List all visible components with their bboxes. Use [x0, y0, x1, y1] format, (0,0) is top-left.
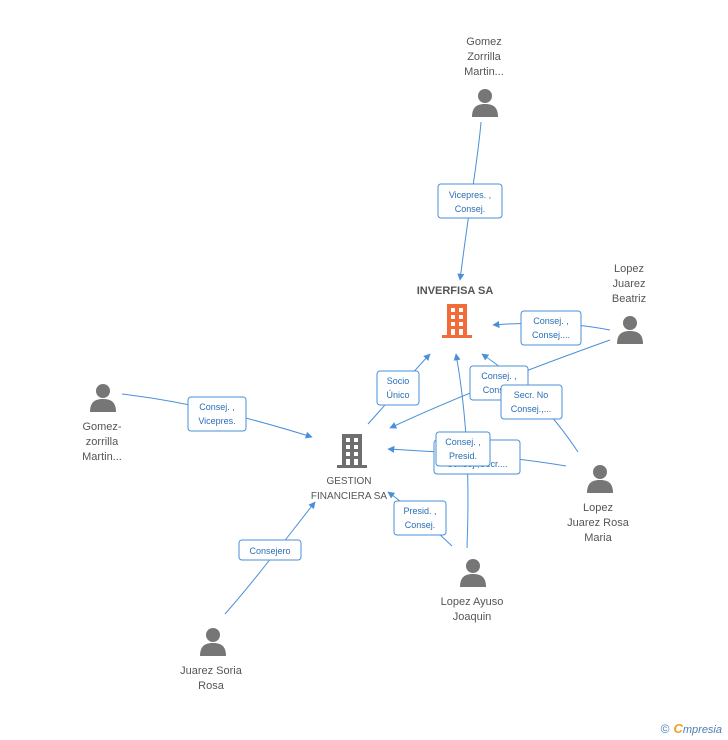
- person-icon: [200, 628, 226, 656]
- copyright-icon: ©: [660, 721, 670, 736]
- svg-text:Consejero: Consejero: [249, 546, 290, 556]
- svg-text:Lopez: Lopez: [614, 263, 644, 275]
- svg-text:Consej. ,: Consej. ,: [533, 316, 569, 326]
- svg-text:Consej.,...: Consej.,...: [511, 404, 552, 414]
- person-node-juarez-soria-rosa[interactable]: Juarez Soria Rosa: [180, 628, 243, 692]
- relation-label-secr-no-consej[interactable]: Secr. No Consej.,...: [500, 384, 563, 420]
- svg-text:Beatriz: Beatriz: [612, 293, 646, 305]
- empresia-logo[interactable]: Cmpresia: [673, 721, 722, 736]
- svg-text:Maria: Maria: [584, 532, 612, 544]
- building-icon: [442, 304, 472, 338]
- svg-text:Rosa: Rosa: [198, 680, 225, 692]
- svg-text:Consej. ,: Consej. ,: [199, 402, 235, 412]
- svg-text:Zorrilla: Zorrilla: [467, 51, 501, 63]
- svg-text:Martin...: Martin...: [82, 451, 122, 463]
- relation-label-consejero[interactable]: Consejero: [238, 539, 302, 561]
- relation-label-consej-beatriz[interactable]: Consej. , Consej....: [520, 310, 582, 346]
- svg-text:INVERFISA SA: INVERFISA SA: [417, 285, 494, 297]
- person-node-lopez-juarez-beatriz[interactable]: Lopez Juarez Beatriz: [612, 263, 646, 344]
- svg-text:Consej.: Consej.: [455, 204, 486, 214]
- svg-text:Gomez: Gomez: [466, 36, 501, 48]
- svg-text:Juarez Soria: Juarez Soria: [180, 665, 243, 677]
- svg-text:Joaquin: Joaquin: [453, 611, 492, 623]
- edges: [121, 121, 611, 615]
- person-icon: [617, 316, 643, 344]
- svg-text:Lopez Ayuso: Lopez Ayuso: [441, 596, 504, 608]
- svg-text:Consej. ,: Consej. ,: [481, 371, 517, 381]
- person-icon: [90, 384, 116, 412]
- relation-label-consej-vicepres[interactable]: Consej. , Vicepres.: [187, 396, 247, 432]
- svg-text:Cons...: Cons...: [483, 385, 512, 395]
- relation-label-consej-presid[interactable]: Consej. , Presid.: [435, 431, 491, 467]
- svg-text:Secr. No: Secr. No: [514, 390, 549, 400]
- company-node-inversa[interactable]: INVERFISA SA: [417, 285, 494, 338]
- svg-text:Presid. ,: Presid. ,: [403, 506, 436, 516]
- person-node-lopez-juarez-rosa-maria[interactable]: Lopez Juarez Rosa Maria: [567, 465, 630, 544]
- svg-text:Consej....: Consej....: [532, 330, 570, 340]
- svg-text:Único: Único: [386, 390, 409, 400]
- building-icon: [337, 434, 367, 468]
- relation-label-presid-consej[interactable]: Presid. , Consej.: [393, 500, 447, 536]
- svg-text:zorrilla: zorrilla: [86, 436, 119, 448]
- svg-text:GESTION: GESTION: [326, 476, 371, 487]
- relation-label-vicepres-consej[interactable]: Vicepres. , Consej.: [437, 183, 503, 219]
- svg-text:Vicepres. ,: Vicepres. ,: [449, 190, 491, 200]
- person-node-gomez-zorrilla-top[interactable]: Gomez Zorrilla Martin...: [464, 36, 504, 117]
- svg-text:Gomez-: Gomez-: [82, 421, 121, 433]
- svg-text:Consej.: Consej.: [405, 520, 436, 530]
- svg-text:Presid.: Presid.: [449, 451, 477, 461]
- company-node-gestion-financiera[interactable]: GESTION FINANCIERA SA: [311, 434, 387, 502]
- person-icon: [460, 559, 486, 587]
- footer-brand: © Cmpresia: [661, 721, 722, 736]
- svg-text:Juarez Rosa: Juarez Rosa: [567, 517, 630, 529]
- person-node-gomez-zorrilla-left[interactable]: Gomez- zorrilla Martin...: [82, 384, 122, 463]
- svg-text:Vicepres.: Vicepres.: [198, 416, 235, 426]
- svg-text:Socio: Socio: [387, 376, 410, 386]
- svg-text:FINANCIERA SA: FINANCIERA SA: [311, 491, 387, 502]
- svg-text:Martin...: Martin...: [464, 66, 504, 78]
- person-node-lopez-ayuso-joaquin[interactable]: Lopez Ayuso Joaquin: [441, 559, 504, 623]
- person-icon: [587, 465, 613, 493]
- svg-text:Consej. ,: Consej. ,: [445, 437, 481, 447]
- svg-text:Juarez: Juarez: [612, 278, 645, 290]
- person-icon: [472, 89, 498, 117]
- relation-label-socio-unico[interactable]: Socio Único: [376, 370, 420, 406]
- svg-text:Lopez: Lopez: [583, 502, 613, 514]
